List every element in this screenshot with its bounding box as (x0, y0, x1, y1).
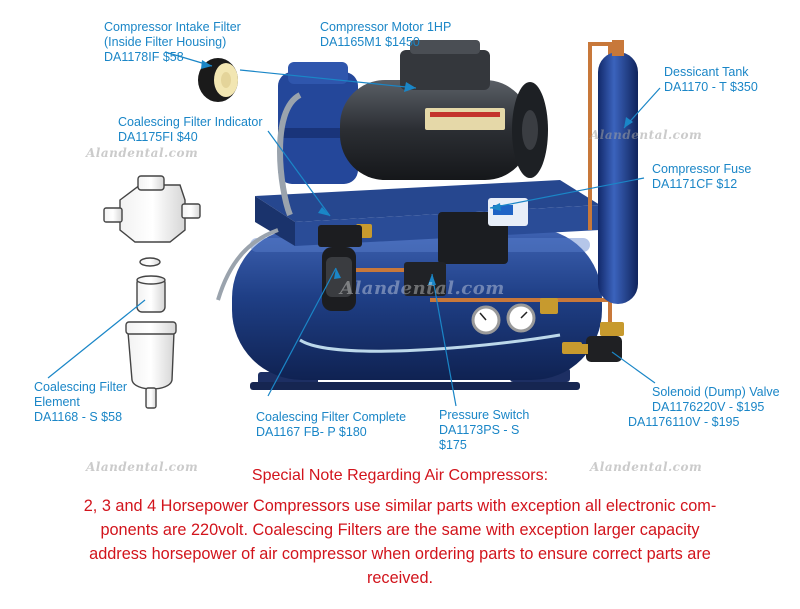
pressure-gauges (471, 303, 536, 335)
coalescing-filter-mounted (318, 225, 362, 311)
solenoid-valve-label: Solenoid (Dump) Valve DA1176220V - $195 … (628, 385, 780, 429)
watermark: Alandental.com (590, 460, 703, 474)
note-line: 2, 3 and 4 Horsepower Compressors use si… (83, 497, 717, 515)
leader-arrowheads (201, 60, 633, 285)
note-body: 2, 3 and 4 Horsepower Compressors use si… (30, 494, 770, 590)
motor-label: Compressor Motor 1HP DA1165M1 $1450 (320, 20, 452, 49)
note-title: Special Note Regarding Air Compressors: (251, 467, 549, 484)
coalescing-filter-exploded (103, 175, 201, 409)
watermark: Alandental.com (340, 278, 505, 299)
pressure-switch-label: Pressure Switch DA1173PS - S $175 (439, 408, 530, 452)
coalescing-complete-label: Coalescing Filter Complete DA1167 FB- P … (256, 410, 407, 439)
note-line: address horsepower of air compressor whe… (89, 545, 711, 563)
note-line: ponents are 220volt. Coalescing Filters … (100, 521, 700, 539)
watermark: Alandental.com (590, 128, 703, 142)
solenoid-valve (572, 336, 622, 362)
dessicant-tank-label: Dessicant Tank DA1170 - T $350 (664, 65, 758, 94)
compressor-head (278, 62, 358, 184)
watermark: Alandental.com (86, 146, 199, 160)
coalescing-element-label: Coalescing Filter Element DA1168 - S $58 (34, 380, 128, 424)
coalescing-indicator-label: Coalescing Filter Indicator DA1175FI $40 (118, 115, 263, 144)
compressor-motor (340, 40, 548, 180)
note-line: received. (366, 569, 434, 587)
leader-lines (47, 51, 661, 407)
intake-filter-part (198, 58, 238, 102)
compressor-fuse-label: Compressor Fuse DA1171CF $12 (652, 162, 752, 191)
watermark: Alandental.com (86, 460, 199, 474)
intake-filter-label: Compressor Intake Filter (Inside Filter … (104, 20, 241, 64)
dessicant-tank (598, 40, 638, 304)
